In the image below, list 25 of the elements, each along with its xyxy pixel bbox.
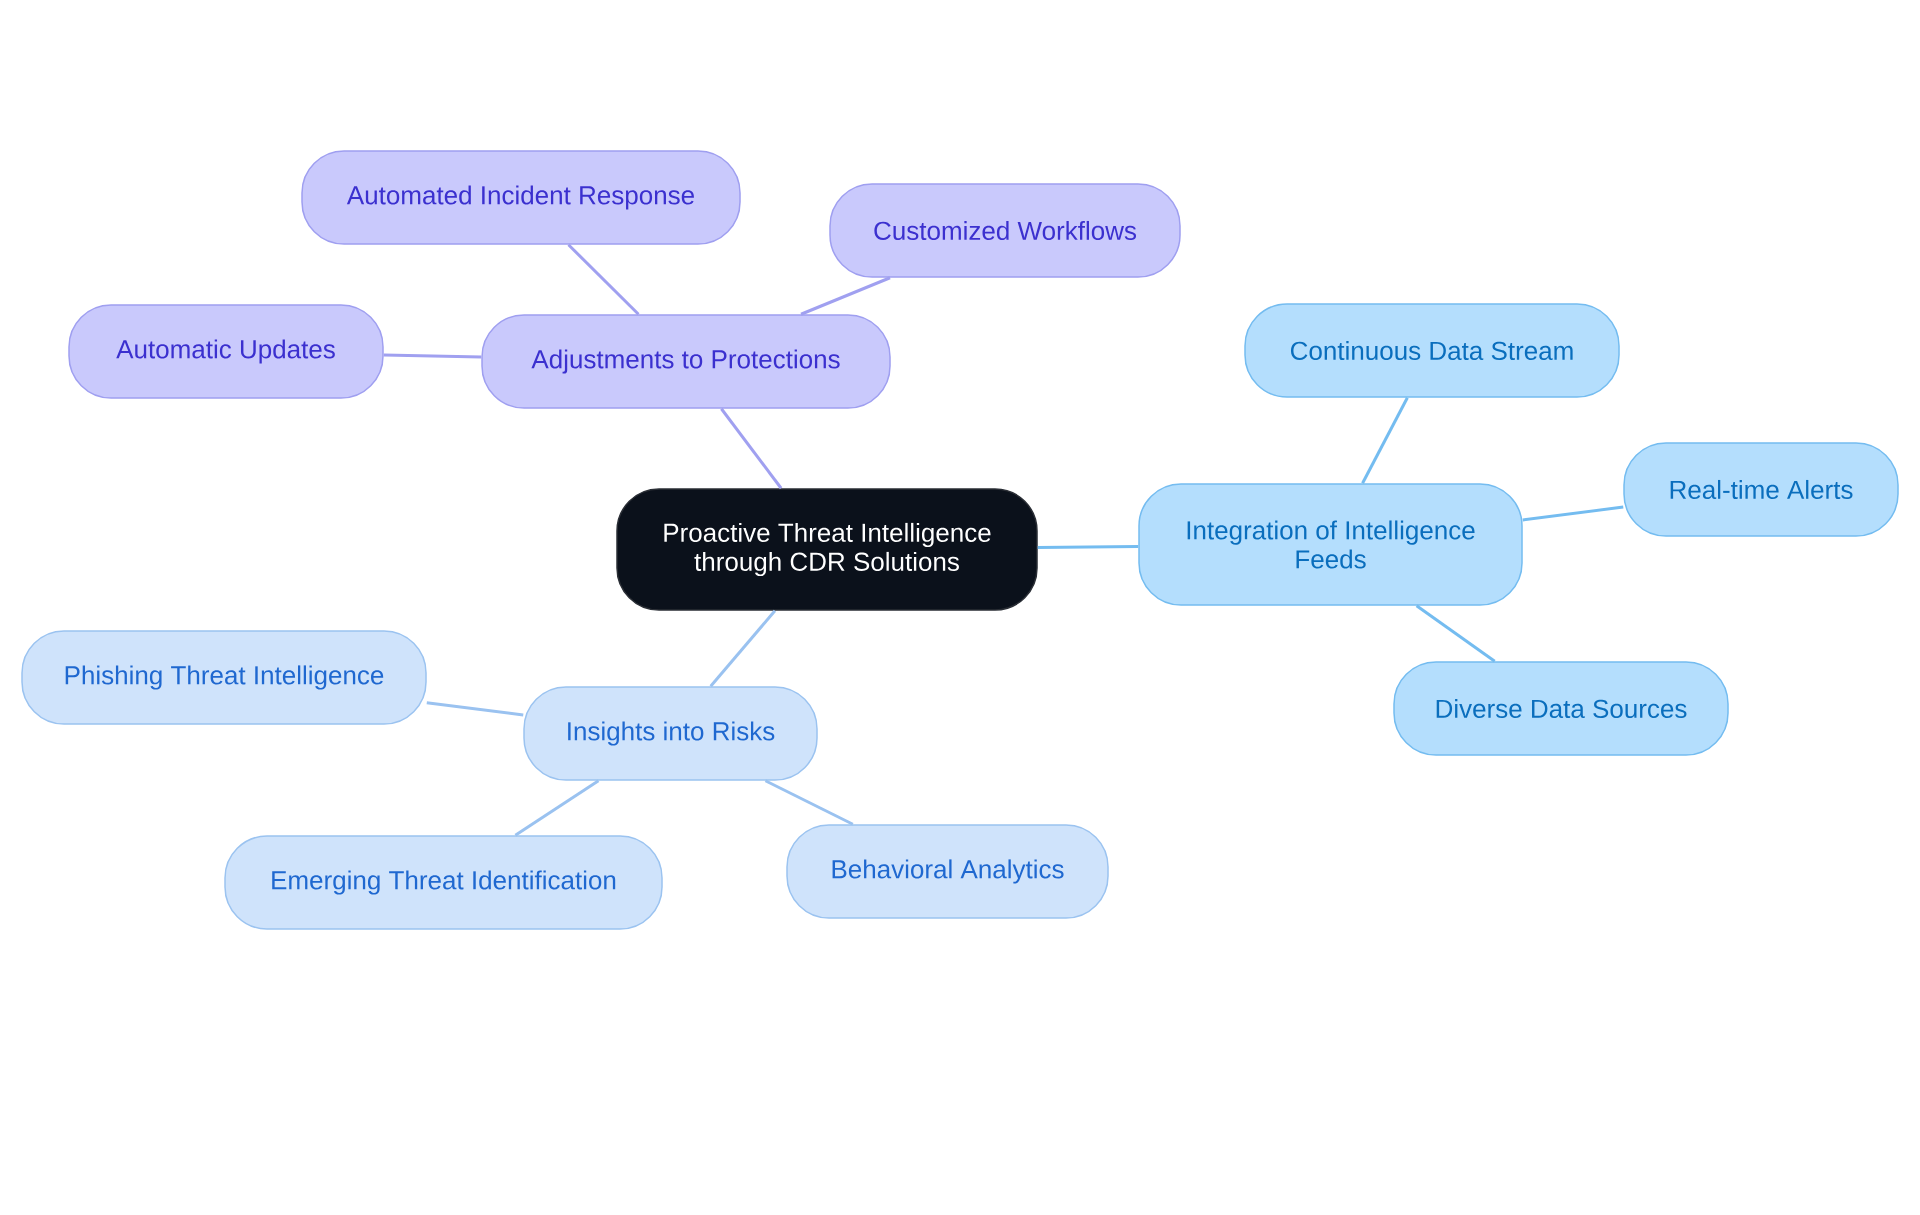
connector-line	[1415, 604, 1496, 663]
subtopic-box: Emerging Threat Identification	[224, 835, 663, 930]
connector-line	[1037, 544, 1139, 549]
subtopic-box: Adjustments to Protections	[481, 314, 891, 409]
connector-line	[800, 276, 891, 316]
connector-line	[1522, 505, 1624, 522]
subtopic-box: Automated Incident Response	[301, 150, 741, 245]
connector-line	[514, 779, 600, 837]
connector-line	[383, 353, 482, 359]
connector-line	[720, 407, 783, 490]
subtopic-box: Behavioral Analytics	[786, 824, 1109, 919]
subtopic-box: Diverse Data Sources	[1393, 661, 1729, 756]
connector-line	[709, 609, 777, 688]
subtopic-box: Continuous Data Stream	[1244, 303, 1620, 398]
connector-line	[1361, 397, 1409, 484]
subtopic-box: Automatic Updates	[68, 304, 384, 399]
subtopic-box: Phishing Threat Intelligence	[21, 630, 427, 725]
subtopic-box: Insights into Risks	[523, 686, 818, 781]
subtopic-box: Real-time Alerts	[1623, 442, 1899, 537]
connector-line	[426, 701, 524, 717]
connector-line	[567, 243, 640, 316]
subtopic-box: Integration of Intelligence Feeds	[1138, 483, 1523, 606]
central-topic-box: Proactive Threat Intelligence through CDR Solutions	[616, 488, 1038, 611]
subtopic-box: Customized Workflows	[829, 183, 1181, 278]
connector-line	[764, 779, 854, 826]
